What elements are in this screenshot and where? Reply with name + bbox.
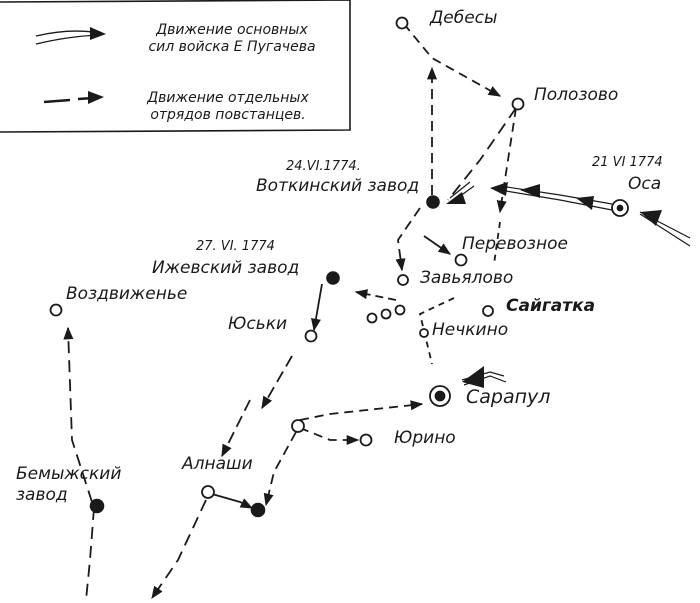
marker-izhevsk <box>326 271 340 285</box>
marker-bemyzh <box>89 498 105 514</box>
marker-vozdvizhenye <box>49 303 63 317</box>
marker-yuski <box>304 329 318 343</box>
marker-saygatka <box>482 305 494 317</box>
main-route-arrow-icon <box>446 182 662 388</box>
label-izhevsk: Ижевский завод <box>152 258 300 278</box>
legend-box <box>0 0 351 133</box>
legend-main-line-1: Движение основных <box>156 22 308 38</box>
label-yuski: Юськи <box>228 314 288 334</box>
label-osa: Оса <box>628 174 662 194</box>
label-vozdvizhenye: Воздвиженье <box>66 284 188 304</box>
legend-detachment-line-2: отрядов повстанцев. <box>150 106 306 123</box>
marker-ferry-2 <box>380 308 392 320</box>
marker-alnashi-factory <box>250 502 266 518</box>
marker-nechkino <box>419 328 429 338</box>
marker-ferry-3 <box>394 304 406 316</box>
legend-main-line-2: сил войска Е Пугачева <box>148 38 316 55</box>
marker-yurino <box>359 433 373 447</box>
marker-ferry-1 <box>366 312 378 324</box>
label-alnashi: Алнаши <box>182 454 253 474</box>
legend-detachment-line-1: Движение отдельных <box>147 90 309 106</box>
marker-perevoznoe <box>454 253 468 267</box>
label-yurino: Юрино <box>394 428 456 448</box>
marker-zavyalovo <box>397 274 409 286</box>
label-votkinsk-date: 24.VI.1774. <box>286 159 361 174</box>
label-zavyalovo: Завьялово <box>420 268 514 288</box>
marker-crossing <box>291 419 305 433</box>
label-bemyzh-line-2: завод <box>16 485 68 506</box>
marker-alnashi <box>201 485 215 499</box>
label-saygatka: Сайгатка <box>506 296 596 316</box>
main-route-arrow-icon <box>35 27 106 45</box>
label-debesy: Дебесы <box>430 8 498 28</box>
label-izhevsk-date: 27. VI. 1774 <box>196 239 275 254</box>
detachment-routes <box>63 23 517 601</box>
label-polozovo: Полозово <box>534 85 619 105</box>
marker-votkinsk <box>426 195 440 209</box>
legend-detachments: Движение отдельных отрядов повстанцев. <box>108 90 348 124</box>
label-bemyzh: Бемыжский завод <box>16 464 121 507</box>
town-circle-icon <box>49 16 525 499</box>
detachment-arrow-icon <box>43 91 104 104</box>
label-nechkino: Нечкино <box>432 320 509 340</box>
marker-polozovo <box>511 97 525 111</box>
label-sarapul: Сарапул <box>466 386 551 408</box>
label-bemyzh-line-1: Бемыжский <box>16 464 122 484</box>
label-votkinsk: Воткинский завод <box>256 176 420 196</box>
label-perevoznoe: Перевозное <box>462 234 568 254</box>
city-double-circle-icon <box>429 199 629 407</box>
label-osa-date: 21 VI 1774 <box>592 155 663 170</box>
legend-main-forces: Движение основных сил войска Е Пугачева <box>112 22 352 56</box>
marker-debesy <box>395 16 409 30</box>
factory-dot-icon <box>89 195 440 518</box>
